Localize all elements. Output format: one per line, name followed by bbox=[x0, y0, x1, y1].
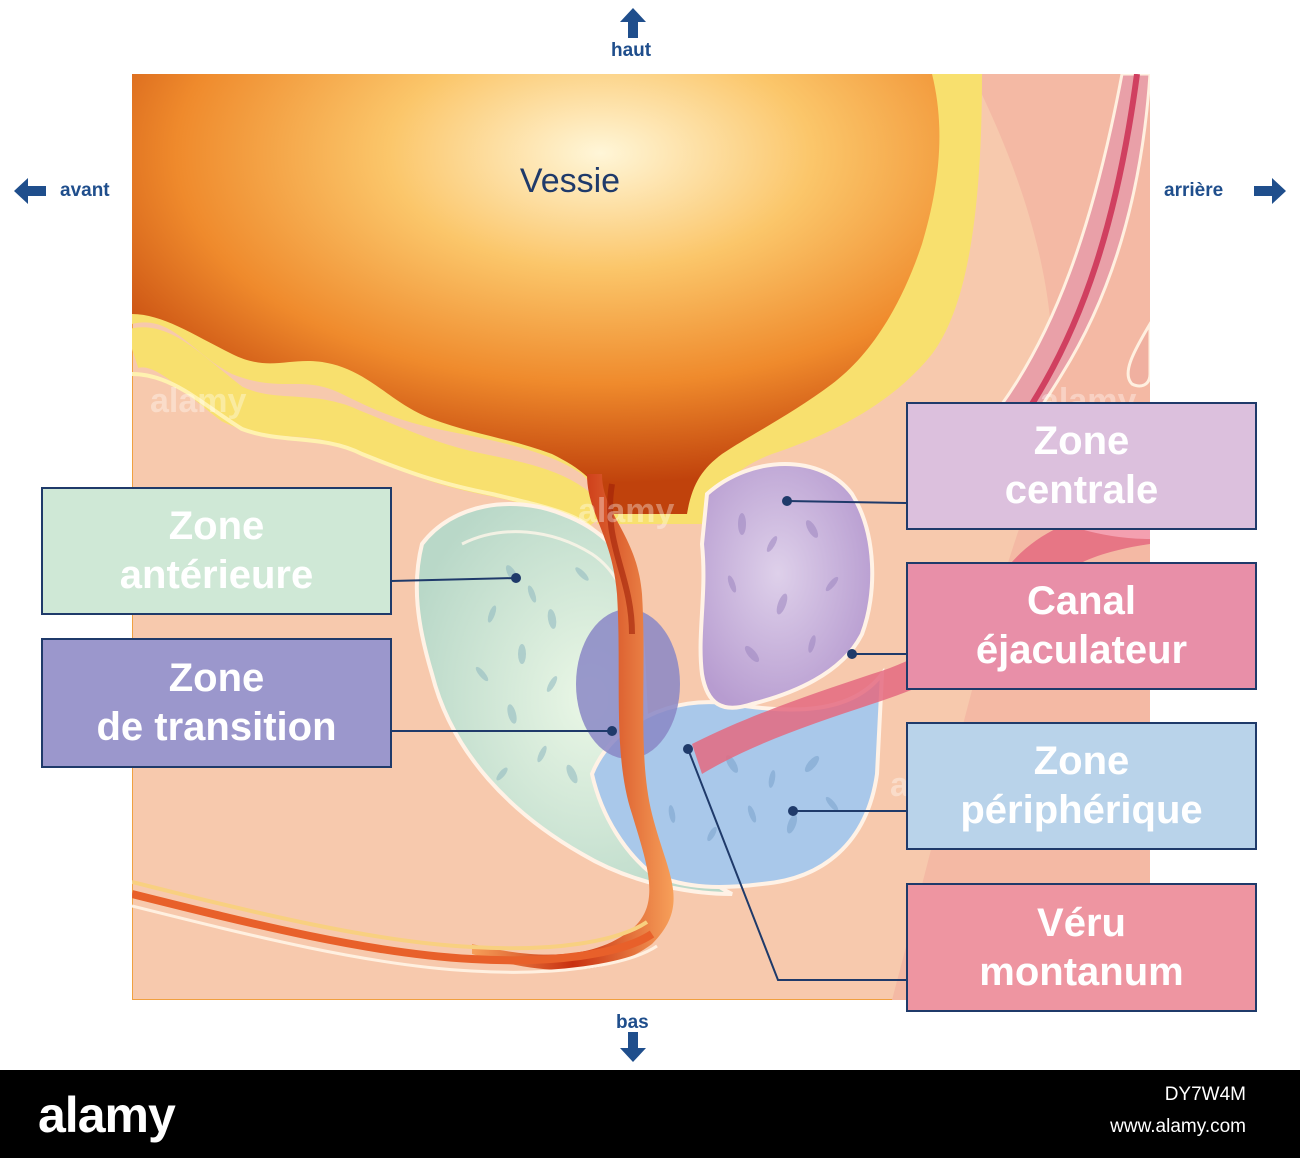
down-arrow-icon bbox=[620, 1032, 646, 1062]
watermark-text: alamy bbox=[578, 492, 675, 530]
direction-left-label: avant bbox=[60, 180, 110, 201]
footer-url: www.alamy.com bbox=[1110, 1116, 1246, 1137]
footer-bar: alamy DY7W4M www.alamy.com bbox=[0, 1070, 1300, 1158]
direction-top-label: haut bbox=[611, 40, 652, 61]
label-transition-zone: Zone de transition bbox=[41, 638, 392, 768]
label-central-zone: Zone centrale bbox=[906, 402, 1257, 530]
prostate-anatomy-illustration: Vessie bbox=[132, 74, 1150, 1000]
direction-right-label: arrière bbox=[1164, 180, 1224, 201]
right-arrow-icon bbox=[1254, 178, 1286, 204]
label-veru-montanum: Véru montanum bbox=[906, 883, 1257, 1012]
footer-image-id: DY7W4M bbox=[1164, 1084, 1246, 1105]
up-arrow-icon bbox=[620, 8, 646, 38]
bladder-label: Vessie bbox=[520, 162, 620, 200]
label-ejaculatory-duct: Canal éjaculateur bbox=[906, 562, 1257, 690]
footer-brand-logo: alamy bbox=[38, 1087, 176, 1143]
watermark-text: alamy bbox=[150, 382, 247, 420]
label-peripheral-zone: Zone périphérique bbox=[906, 722, 1257, 850]
label-anterior-zone: Zone antérieure bbox=[41, 487, 392, 615]
left-arrow-icon bbox=[14, 178, 46, 204]
direction-bottom-label: bas bbox=[616, 1012, 649, 1033]
